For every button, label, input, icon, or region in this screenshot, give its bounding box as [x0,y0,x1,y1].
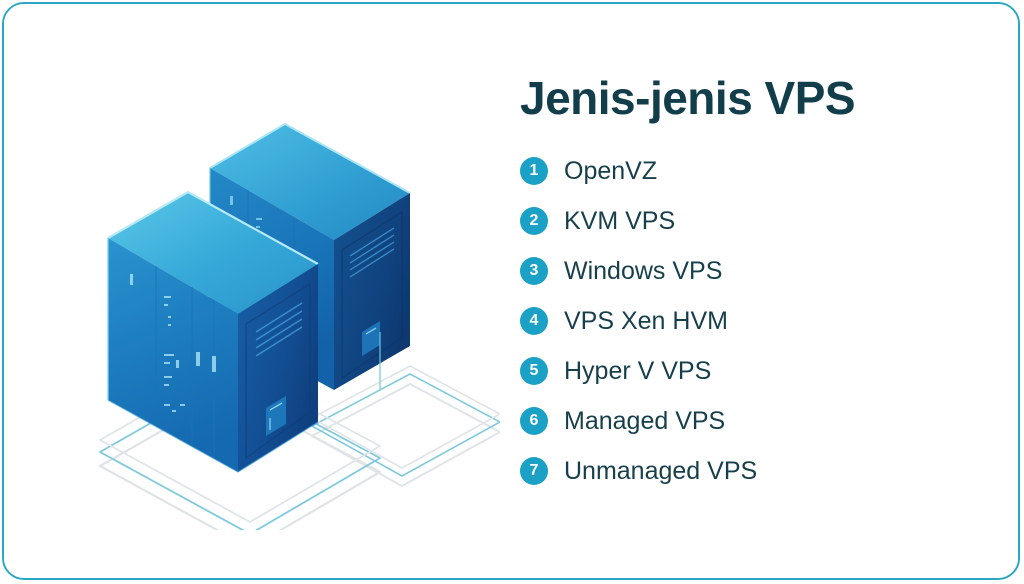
page-title: Jenis-jenis VPS [520,72,856,124]
status-leds-rear [230,196,262,228]
list-item[interactable]: 7 Unmanaged VPS [520,446,980,496]
list-item[interactable]: 4 VPS Xen HVM [520,296,980,346]
list-number-badge: 1 [520,157,548,185]
list-item-label: Unmanaged VPS [564,456,758,485]
status-leds-front [130,274,216,412]
list-item[interactable]: 2 KVM VPS [520,196,980,246]
list-item-label: VPS Xen HVM [564,306,728,335]
list-item-label: KVM VPS [564,206,676,235]
list-number-badge: 5 [520,357,548,385]
list-item-label: Windows VPS [564,256,723,285]
list-item-label: Hyper V VPS [564,356,712,385]
server-tower-front [107,190,319,473]
vent-grille-front [255,302,303,357]
port-detail-rear [362,321,381,390]
list-number-badge: 2 [520,207,548,235]
list-item-label: OpenVZ [564,156,658,185]
list-item-label: Managed VPS [564,406,726,435]
list-item[interactable]: 1 OpenVZ [520,146,980,196]
list-number-badge: 7 [520,457,548,485]
list-item[interactable]: 3 Windows VPS [520,246,980,296]
content-column: Jenis-jenis VPS 1 OpenVZ 2 KVM VPS 3 Win… [520,70,980,496]
list-number-badge: 4 [520,307,548,335]
list-number-badge: 3 [520,257,548,285]
port-detail-front [266,396,286,436]
list-item[interactable]: 5 Hyper V VPS [520,346,980,396]
list-number-badge: 6 [520,407,548,435]
list-item[interactable]: 6 Managed VPS [520,396,980,446]
server-illustration [80,60,500,530]
vent-grille-rear [349,227,395,278]
vps-types-list: 1 OpenVZ 2 KVM VPS 3 Windows VPS 4 VPS X… [520,146,980,496]
